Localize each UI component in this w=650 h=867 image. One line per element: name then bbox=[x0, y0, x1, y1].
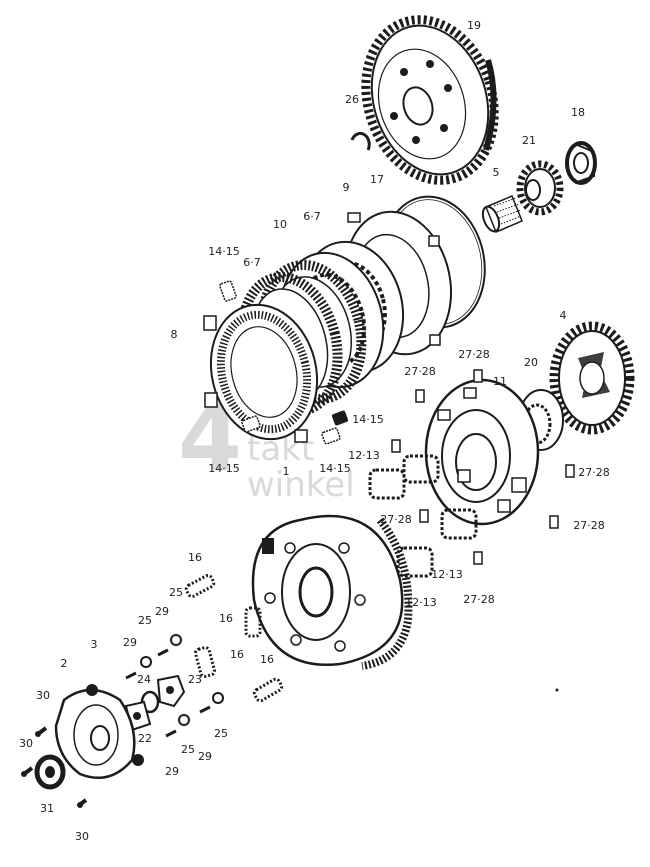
part-14-15-small-springs bbox=[219, 280, 349, 445]
part-12-13-clutch-springs bbox=[368, 454, 478, 578]
part-22-23-24-hub-parts bbox=[124, 674, 186, 732]
part-4-clutch-center bbox=[549, 321, 635, 435]
callout-31: 31 bbox=[40, 802, 54, 815]
callout-18: 18 bbox=[571, 106, 585, 119]
part-8-clutch-plate bbox=[203, 303, 319, 443]
callout-25: 25 bbox=[169, 586, 183, 599]
callout-12-13: 12·13 bbox=[348, 449, 380, 462]
callout-25: 25 bbox=[214, 727, 228, 740]
part-5-needle-bearing bbox=[481, 195, 523, 233]
callout-12-13: 12·13 bbox=[431, 568, 463, 581]
callout-6-7: 6·7 bbox=[303, 210, 321, 223]
stray-dot bbox=[555, 688, 559, 692]
callout-12-13: 12·13 bbox=[405, 596, 437, 609]
callout-14-15: 14·15 bbox=[352, 413, 384, 426]
callout-14-15: 14·15 bbox=[208, 462, 240, 475]
callout-3: 3 bbox=[91, 638, 98, 651]
part-18-bearing bbox=[565, 141, 597, 185]
callout-4: 4 bbox=[560, 309, 567, 322]
callout-30: 30 bbox=[75, 830, 89, 843]
callout-9: 9 bbox=[343, 181, 350, 194]
part-19-primary-driven-gear bbox=[361, 15, 499, 185]
callout-29: 29 bbox=[165, 765, 179, 778]
callout-6-7: 6·7 bbox=[243, 256, 261, 269]
callout-8: 8 bbox=[171, 328, 178, 341]
part-30-screws bbox=[21, 726, 88, 808]
callout-16: 16 bbox=[260, 653, 274, 666]
part-27-28-collars bbox=[391, 369, 575, 565]
callout-2: 2 bbox=[61, 657, 68, 670]
part-11-clutch-hub bbox=[424, 378, 540, 526]
callout-27-28: 27·28 bbox=[380, 513, 412, 526]
part-25-29-washers-screws bbox=[125, 634, 224, 738]
callout-23: 23 bbox=[188, 673, 202, 686]
callout-22: 22 bbox=[138, 732, 152, 745]
callout-labels: 1926182151796·71014·156·78427·282027·281… bbox=[19, 19, 610, 843]
callout-25: 25 bbox=[138, 614, 152, 627]
callout-30: 30 bbox=[36, 689, 50, 702]
callout-17: 17 bbox=[370, 173, 384, 186]
callout-29: 29 bbox=[155, 605, 169, 618]
callout-27-28: 27·28 bbox=[573, 519, 605, 532]
callout-27-28: 27·28 bbox=[458, 348, 490, 361]
part-31-bearing bbox=[34, 754, 66, 790]
part-2-3-filter-cover bbox=[54, 684, 144, 779]
part-1-clutch-outer bbox=[251, 514, 413, 670]
part-21-small-gear bbox=[516, 160, 564, 216]
callout-27-28: 27·28 bbox=[404, 365, 436, 378]
watermark-line2: winkel bbox=[247, 465, 355, 505]
callout-20: 20 bbox=[524, 356, 538, 369]
callout-1: 1 bbox=[283, 465, 290, 478]
callout-27-28: 27·28 bbox=[578, 466, 610, 479]
callout-16: 16 bbox=[230, 648, 244, 661]
callout-14-15: 14·15 bbox=[319, 462, 351, 475]
callout-10: 10 bbox=[273, 218, 287, 231]
callout-29: 29 bbox=[123, 636, 137, 649]
callout-21: 21 bbox=[522, 134, 536, 147]
callout-5: 5 bbox=[493, 166, 500, 179]
callout-11: 11 bbox=[493, 375, 507, 388]
callout-14-15: 14·15 bbox=[208, 245, 240, 258]
part-26-circlip bbox=[350, 131, 371, 151]
callout-16: 16 bbox=[219, 612, 233, 625]
callout-29: 29 bbox=[198, 750, 212, 763]
callout-16: 16 bbox=[188, 551, 202, 564]
callout-27-28: 27·28 bbox=[463, 593, 495, 606]
callout-25: 25 bbox=[181, 743, 195, 756]
callout-19: 19 bbox=[467, 19, 481, 32]
callout-26: 26 bbox=[345, 93, 359, 106]
part-16-damper-springs bbox=[184, 574, 284, 703]
callout-30: 30 bbox=[19, 737, 33, 750]
callout-24: 24 bbox=[137, 673, 151, 686]
